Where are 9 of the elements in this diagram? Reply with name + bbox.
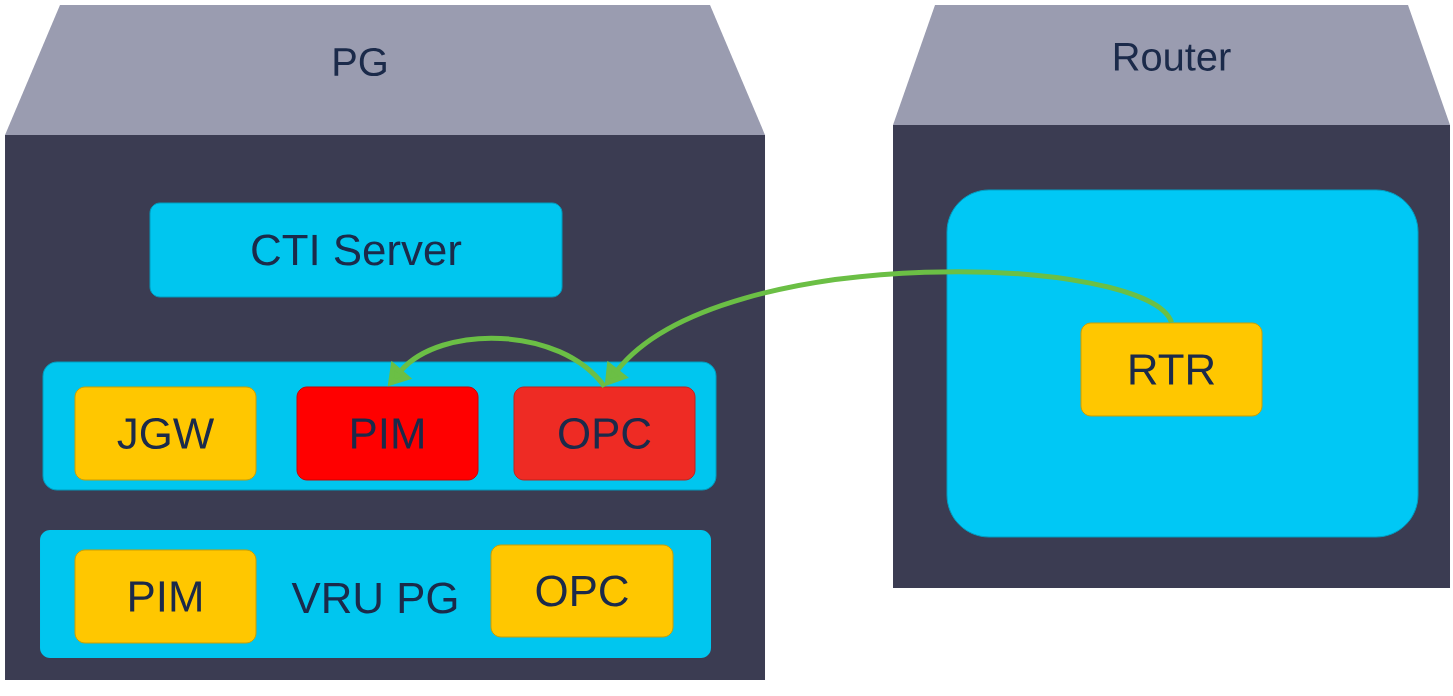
process-box: OPC: [513, 386, 696, 481]
process-box: OPC: [490, 544, 674, 638]
process-box: PIM: [74, 549, 257, 644]
node-label: PG: [334, 47, 386, 77]
process-box: PIM: [296, 386, 479, 481]
node-label: Router: [1114, 43, 1231, 71]
process-box: JGW: [74, 386, 257, 481]
process-box: RTR: [1080, 322, 1263, 417]
process-box: CTI Server: [149, 202, 563, 298]
